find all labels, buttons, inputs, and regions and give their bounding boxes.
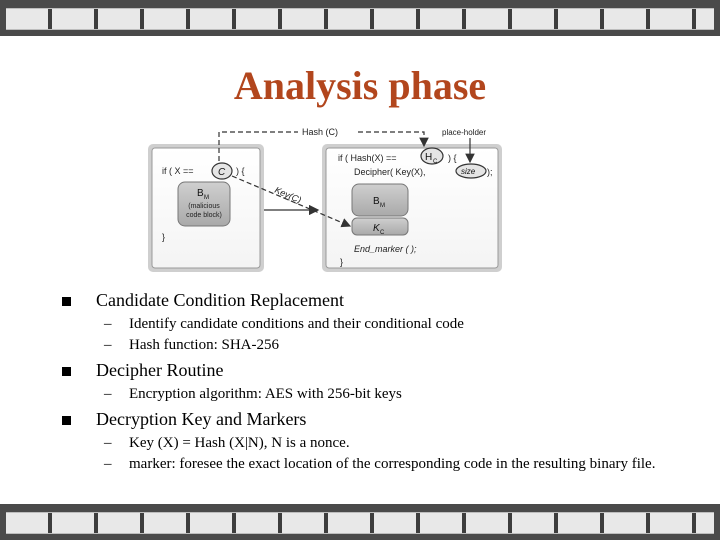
bullet-group-3: Decryption Key and Markers –Key (X) = Ha… xyxy=(56,407,696,473)
bullet-text: Candidate Condition Replacement xyxy=(96,290,344,310)
sub-bullet-item: –marker: foresee the exact location of t… xyxy=(104,456,656,472)
kc-sub: C xyxy=(380,230,385,236)
sub-bullet-item: –Key (X) = Hash (X|N), N is a nonce. xyxy=(104,435,350,451)
bullet-group-1: Candidate Condition Replacement –Identif… xyxy=(56,288,696,354)
bullet-text: Decipher Routine xyxy=(96,360,224,380)
bm-left-letter: B xyxy=(197,188,204,199)
sub-bullet-text: Encryption algorithm: AES with 256-bit k… xyxy=(129,386,402,402)
square-bullet-icon xyxy=(62,297,71,306)
malicious-line1: (malicious xyxy=(188,203,220,210)
hash-label: Hash (C) xyxy=(302,127,338,137)
size-oval xyxy=(455,163,487,179)
top-decorative-band xyxy=(0,0,720,36)
hc-sub: C xyxy=(433,159,438,165)
decipher-text: Decipher( Key(X), xyxy=(354,167,426,177)
key-arrow xyxy=(231,175,352,228)
size-text: size xyxy=(461,167,476,176)
bm-right-sub: M xyxy=(380,203,385,209)
bottom-decorative-band xyxy=(0,504,720,540)
bullet-item: Candidate Condition Replacement xyxy=(56,288,696,312)
square-bullet-icon xyxy=(62,416,71,425)
hc-letter: H xyxy=(425,152,432,163)
sub-bullet-item: –Identify candidate conditions and their… xyxy=(104,316,464,332)
key-label: Key(C) xyxy=(273,185,303,206)
right-close-brace: } xyxy=(340,257,343,267)
kc-block xyxy=(351,217,409,236)
sub-bullet-text: Identify candidate conditions and their … xyxy=(129,316,464,332)
condition-c-text: C xyxy=(218,167,226,178)
top-band-pattern xyxy=(6,8,714,30)
sub-bullet-text: Key (X) = Hash (X|N), N is a nonce. xyxy=(129,435,350,451)
right-if-text: if ( Hash(X) == xyxy=(338,153,397,163)
bullet-group-2: Decipher Routine –Encryption algorithm: … xyxy=(56,358,696,403)
square-bullet-icon xyxy=(62,367,71,376)
sub-bullet-item: –Hash function: SHA-256 xyxy=(104,337,279,353)
left-brace-text: ) { xyxy=(236,166,245,176)
condition-c-oval xyxy=(211,162,233,180)
end-marker-text: End_marker ( ); xyxy=(354,244,417,254)
left-if-text: if ( X == xyxy=(162,166,194,176)
bm-right-letter: B xyxy=(373,196,380,207)
bm-block-left xyxy=(177,181,231,227)
sub-bullet-text: marker: foresee the exact location of th… xyxy=(129,456,656,472)
bullet-item: Decryption Key and Markers xyxy=(56,407,696,431)
bm-left-sub: M xyxy=(204,195,209,201)
kc-letter: K xyxy=(373,223,381,234)
condition-replacement-diagram: if ( X == C ) { B M (malicious code bloc… xyxy=(148,126,502,272)
sub-bullet-item: –Encryption algorithm: AES with 256-bit … xyxy=(104,386,402,402)
placeholder-label: place-holder xyxy=(442,128,486,137)
bullet-list: Candidate Condition Replacement –Identif… xyxy=(56,288,696,477)
decipher-end-text: ); xyxy=(487,167,493,177)
bottom-band-pattern xyxy=(6,512,714,534)
sub-bullet-text: Hash function: SHA-256 xyxy=(129,337,279,353)
left-close-brace: } xyxy=(162,232,165,242)
bullet-item: Decipher Routine xyxy=(56,358,696,382)
slide-title: Analysis phase xyxy=(233,63,487,108)
bullet-text: Decryption Key and Markers xyxy=(96,409,307,429)
malicious-line2: code block) xyxy=(186,212,222,219)
right-brace-text: ) { xyxy=(448,153,457,163)
hc-oval xyxy=(420,147,444,165)
bm-block-right xyxy=(351,183,409,217)
